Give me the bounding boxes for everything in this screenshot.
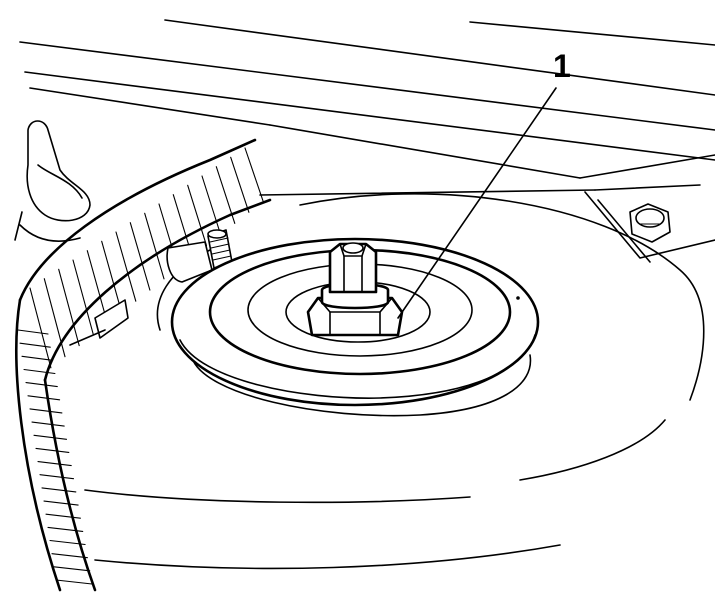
callout-number-label: 1 xyxy=(553,48,571,84)
hose-rib xyxy=(29,408,63,414)
mounting-bracket xyxy=(584,191,715,263)
hose-rib xyxy=(33,434,68,440)
top-mount-nut xyxy=(306,242,404,337)
hose-rib xyxy=(31,421,65,427)
hose-rib xyxy=(187,184,208,247)
hose-rib xyxy=(25,382,58,388)
hose-rib xyxy=(129,222,151,291)
hose-rib xyxy=(115,231,137,302)
hose-rib xyxy=(43,278,66,358)
hose-rib xyxy=(215,166,236,224)
strut-tower xyxy=(84,193,705,570)
hose-rib xyxy=(17,329,49,335)
hose-rib xyxy=(49,539,86,546)
hose-rib xyxy=(41,487,77,493)
hose-rib xyxy=(35,447,70,453)
hose-rib xyxy=(72,259,94,336)
hose-rib xyxy=(21,355,54,361)
hose-ribs xyxy=(17,147,264,585)
hose-rib xyxy=(19,342,51,348)
hose-rib xyxy=(37,461,72,467)
harness-connector xyxy=(14,120,91,242)
hose-rib xyxy=(51,553,88,559)
harness-clip xyxy=(166,229,233,283)
hose-rib xyxy=(29,287,52,369)
wiring-harness-hose xyxy=(15,138,272,592)
hose-rib xyxy=(23,368,56,375)
hose-bracket-tab xyxy=(69,299,129,346)
hose-rib xyxy=(144,212,165,280)
hose-rib xyxy=(43,500,79,506)
hose-rib xyxy=(101,240,123,313)
hose-rib xyxy=(39,474,75,480)
hose-rib xyxy=(45,513,81,519)
hose-rib xyxy=(244,147,264,202)
hose-rib xyxy=(47,526,84,532)
hose-rib xyxy=(53,566,91,572)
callout-leader-line xyxy=(397,87,557,319)
hose-rib xyxy=(230,156,250,213)
hose-rib xyxy=(86,250,109,324)
hose-rib xyxy=(27,395,61,401)
hose-rib xyxy=(58,268,80,347)
body-panel-lines xyxy=(19,19,715,196)
hose-rib xyxy=(201,175,222,236)
hose-rib xyxy=(55,579,93,585)
